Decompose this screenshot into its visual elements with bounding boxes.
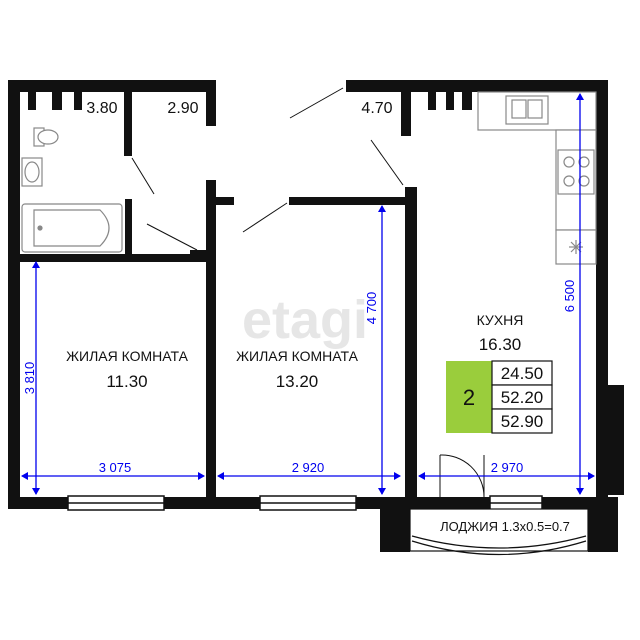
watermark: etagi <box>242 290 368 350</box>
total-area-with-loggia-value: 52.90 <box>501 412 544 431</box>
living-area-value: 24.50 <box>501 364 544 383</box>
living-room-2-label: ЖИЛАЯ КОМНАТА <box>236 348 359 364</box>
kitchen-fixtures <box>477 91 597 265</box>
dim-living1-height: 3 810 <box>22 362 37 395</box>
cooktop <box>557 149 595 195</box>
rooms-count: 2 <box>463 385 475 410</box>
living-room-2-area: 13.20 <box>276 372 319 391</box>
loggia: ЛОДЖИЯ 1.3x0.5=0.7 <box>409 508 589 556</box>
toilet <box>33 127 59 147</box>
corridor-area: 2.90 <box>167 100 198 117</box>
summary-badge: 2 24.50 52.20 52.90 <box>446 360 553 434</box>
outer-walls <box>8 80 624 552</box>
kitchen-label: КУХНЯ <box>477 312 524 328</box>
bathroom-area: 3.80 <box>86 100 117 117</box>
loggia-label: ЛОДЖИЯ 1.3x0.5=0.7 <box>440 519 570 534</box>
dim-living1-width: 3 075 <box>99 460 132 475</box>
hall-area: 4.70 <box>361 100 392 117</box>
kitchen-area: 16.30 <box>479 335 522 354</box>
inner-walls <box>14 86 472 262</box>
total-area-value: 52.20 <box>501 388 544 407</box>
dimension-lines <box>21 93 595 495</box>
living-room-1-label: ЖИЛАЯ КОМНАТА <box>66 348 189 364</box>
fan-icon <box>569 240 583 254</box>
rooms-count-badge <box>446 361 492 433</box>
dim-kitchen-height: 6 500 <box>562 280 577 313</box>
living-room-1-area: 11.30 <box>106 372 147 391</box>
dim-living2-height: 4 700 <box>364 292 379 325</box>
bathroom-fixtures <box>21 127 123 253</box>
dim-living2-width: 2 920 <box>292 460 325 475</box>
dim-kitchen-width: 2 970 <box>491 460 524 475</box>
windows <box>67 495 543 511</box>
sink <box>21 157 43 187</box>
